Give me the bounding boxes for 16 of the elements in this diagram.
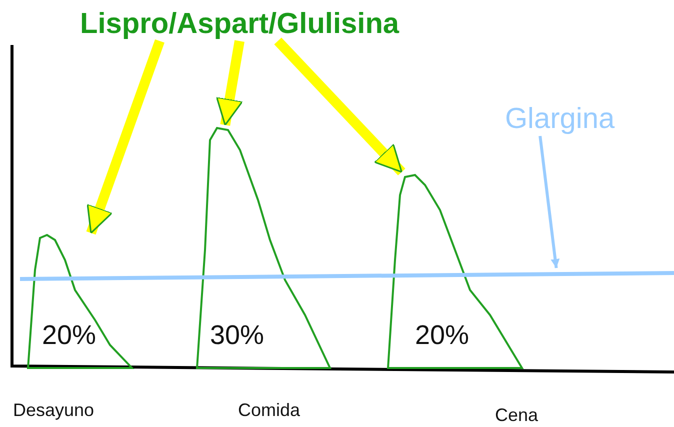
baseline-insulin-line	[20, 268, 674, 282]
title-text: Lispro/Aspart/Glulisina	[80, 8, 400, 41]
insulin-peak-curve	[195, 125, 332, 370]
arrow	[538, 136, 560, 268]
percentage-label: 20%	[42, 320, 96, 351]
percentage-label: 30%	[210, 320, 264, 351]
arrow	[274, 38, 406, 176]
percentage-label: 20%	[415, 320, 470, 351]
insulin-peak-curve	[25, 233, 135, 370]
arrow	[86, 39, 164, 235]
meal-label: Cena	[495, 405, 538, 426]
meal-label: Desayuno	[13, 400, 94, 421]
meal-label: Comida	[238, 400, 300, 421]
insulin-peak-curve	[385, 172, 524, 370]
arrow	[216, 40, 244, 126]
curve-label: Glargina	[505, 103, 615, 136]
